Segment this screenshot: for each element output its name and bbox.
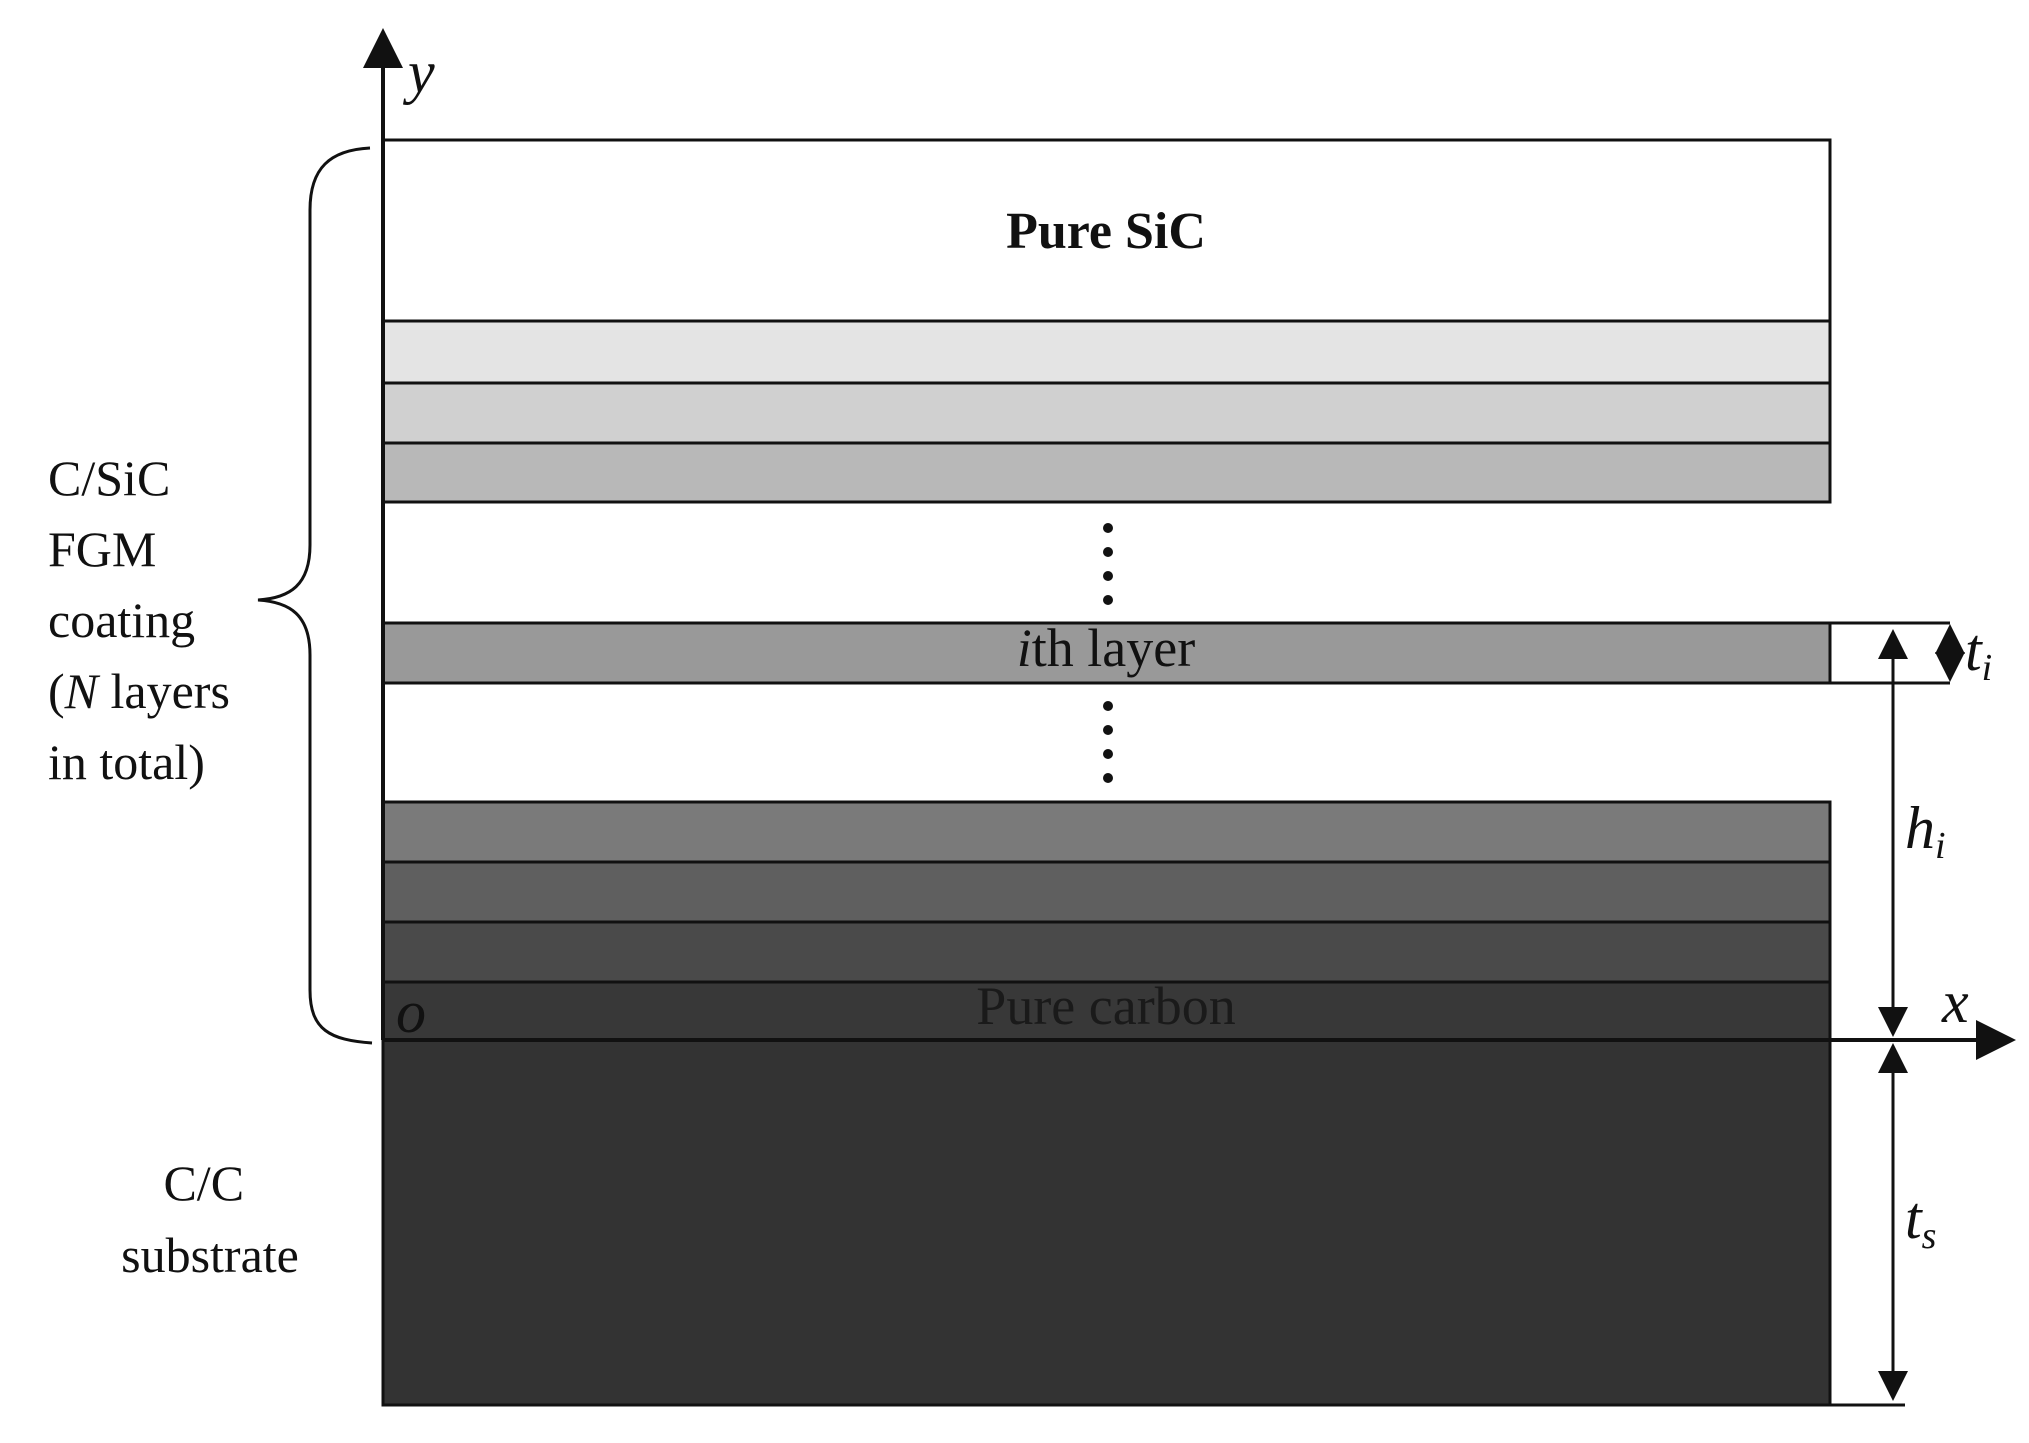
pure-carbon-label: Pure carbon [976,976,1235,1036]
x-axis-label: x [1941,969,1969,1035]
origin-label: o [396,979,426,1045]
coating-brace [257,146,373,1045]
substrate-label: C/C substrate [121,1155,299,1283]
layer-2 [381,319,1832,385]
substrate-block [381,1038,1832,1407]
ith-layer-label: ith layer [1017,618,1195,678]
layer-pure-sic [381,138,1832,323]
ellipsis-upper [1103,523,1113,605]
ellipsis-lower [1103,701,1113,783]
layer-ith [381,621,1832,685]
t-s-label: ts [1905,1185,1936,1257]
t-i-label: ti [1965,617,1992,689]
h-i-label: hi [1905,795,1946,867]
coating-label: C/SiC FGM coating (N layers in total) [48,450,242,790]
layer-4 [381,441,1832,504]
layer-n-minus-1 [381,920,1832,984]
layer-3 [381,381,1832,445]
pure-sic-label: Pure SiC [1006,203,1206,260]
y-axis-label: y [402,39,435,105]
layer-n-minus-2 [381,860,1832,924]
layer-n-minus-3 [381,800,1832,864]
